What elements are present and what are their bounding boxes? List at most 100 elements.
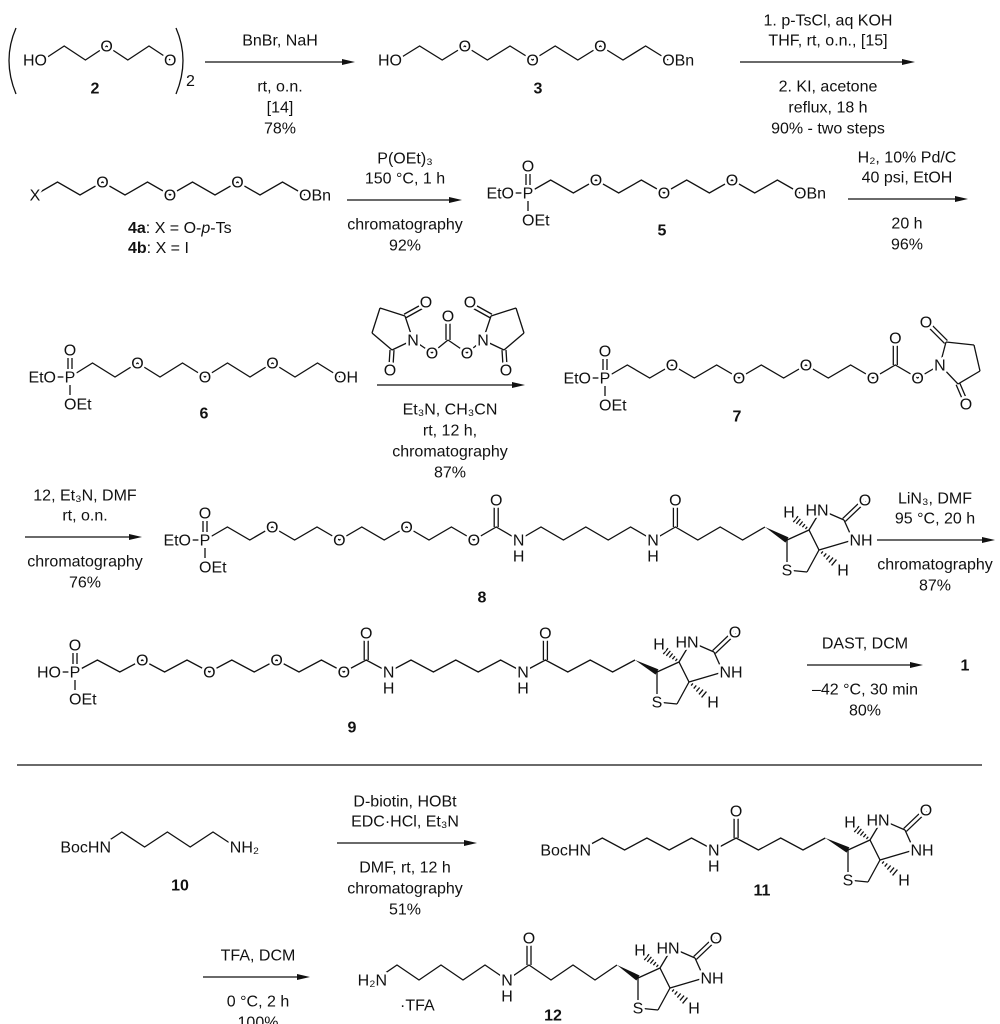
oxygen-atom: O <box>231 175 243 192</box>
carbon-chain <box>34 181 306 196</box>
double-bond <box>505 349 508 366</box>
ring-bond <box>482 339 505 351</box>
hydrogen-atom: H <box>634 943 646 960</box>
hash-bond <box>795 518 801 525</box>
reaction-condition: rt, o.n. <box>62 508 107 525</box>
reaction-condition: chromatography <box>27 554 143 571</box>
compound-4a-text: : X = O- <box>146 220 202 237</box>
tfa-salt-label: ·TFA <box>400 998 435 1015</box>
ring-bond <box>904 829 915 851</box>
ring-bond <box>490 307 517 317</box>
reaction-condition: 20 h <box>891 216 922 233</box>
carbon-chain <box>374 964 618 981</box>
compound-4b-text: : X = I <box>147 240 189 257</box>
hash-bond <box>823 553 827 557</box>
compound-label-12: 12 <box>544 1008 562 1024</box>
reaction-condition: 150 °C, 1 h <box>365 171 445 188</box>
imide-oxygen: O <box>384 363 396 380</box>
compound-label-9: 9 <box>348 720 357 737</box>
oxygen-atom: O <box>666 358 678 375</box>
reaction-condition: 80% <box>849 703 881 720</box>
phosphonate-left-group: EtO <box>563 371 591 388</box>
urea-double-bond <box>714 632 737 654</box>
urea-nh-top: HN <box>656 941 679 958</box>
hash-bond <box>792 515 799 523</box>
hydrogen-atom: H <box>707 695 719 712</box>
carbon-chain <box>69 362 341 378</box>
ring-bond <box>391 339 414 351</box>
hydroxyl-group: HO <box>23 53 47 70</box>
urea-oxygen: O <box>859 493 871 510</box>
ring-bond <box>843 519 854 541</box>
wedge-bond <box>635 660 659 675</box>
hydrogen-atom: H <box>501 989 513 1006</box>
reaction-condition: H₂, 10% Pd/C <box>858 150 957 167</box>
oxygen-atom: O <box>96 175 108 192</box>
compound-4a-label: 4a <box>128 220 146 237</box>
ring-bond <box>847 839 871 851</box>
hash-bond <box>804 526 808 530</box>
hash-bond <box>881 861 885 864</box>
ethoxy-group: OEt <box>64 397 92 414</box>
bond <box>447 339 468 354</box>
reaction-condition: LiN₃, DMF <box>898 491 972 508</box>
oxygen-atom: O <box>459 39 471 56</box>
hash-bond <box>671 655 676 660</box>
nitrogen-atom: N <box>477 333 489 350</box>
imide-oxygen: O <box>464 295 476 312</box>
bond-layer <box>8 27 995 1011</box>
urea-nh-top: HN <box>805 503 828 520</box>
urea-double-bond <box>903 808 926 830</box>
boc-amine-group: BocHN <box>540 843 591 860</box>
compound-4a-tail: -Ts <box>210 220 231 237</box>
reaction-condition: THF, rt, o.n., [15] <box>768 33 887 50</box>
ring-bond <box>879 849 915 861</box>
double-bond <box>928 326 946 344</box>
compound-4b-definition: 4b: X = I <box>128 240 189 257</box>
oxygen-atom: O <box>199 370 211 387</box>
hash-bond <box>886 865 892 870</box>
ring-bond <box>659 967 671 989</box>
nitrogen-atom: N <box>383 665 395 682</box>
bond <box>466 339 484 354</box>
nitrogen-atom: N <box>501 973 513 990</box>
sulfur-atom: S <box>782 563 793 580</box>
ring-bond <box>678 641 692 663</box>
hash-bond <box>853 825 860 833</box>
sulfur-atom: S <box>843 873 854 890</box>
ring-bond <box>808 529 820 551</box>
hash-bond <box>695 687 701 692</box>
ring-bond <box>656 701 678 705</box>
arrowhead-icon <box>464 840 477 846</box>
hash-bond <box>889 867 895 873</box>
amine-group: NH₂ <box>230 840 259 857</box>
reaction-condition: 100% <box>238 1015 279 1024</box>
reaction-condition: 96% <box>891 237 923 254</box>
bond <box>431 339 449 354</box>
hydroxyl-group: HO <box>378 53 402 70</box>
reaction-condition: BnBr, NaH <box>242 33 318 50</box>
reaction-condition: 51% <box>389 902 421 919</box>
ethoxy-group: OEt <box>199 560 227 577</box>
ring-bond <box>973 344 981 372</box>
phosphorus-atom: P <box>200 533 211 550</box>
reaction-condition: 87% <box>434 465 466 482</box>
ring-bond <box>482 315 492 341</box>
hash-bond <box>828 557 834 563</box>
carbonate-oxygen: O <box>442 309 454 326</box>
oxygen-atom: O <box>658 186 670 203</box>
hash-bond <box>662 647 669 655</box>
reaction-condition: 1. p-TsCl, aq KOH <box>764 13 893 30</box>
hash-bond <box>646 956 652 963</box>
oxygen-atom: O <box>426 346 438 363</box>
oxygen-atom: O <box>360 626 372 643</box>
reaction-condition: P(OEt)₃ <box>377 151 432 168</box>
hydrogen-atom: H <box>513 549 525 566</box>
arrowhead-icon <box>129 534 142 540</box>
reaction-condition: [14] <box>267 100 294 117</box>
oxygen-atom: O <box>203 665 215 682</box>
carbon-chain <box>579 837 826 851</box>
urea-nh-right: NH <box>849 533 872 550</box>
ring-bond <box>869 819 883 841</box>
oxygen-atom: O <box>669 493 681 510</box>
